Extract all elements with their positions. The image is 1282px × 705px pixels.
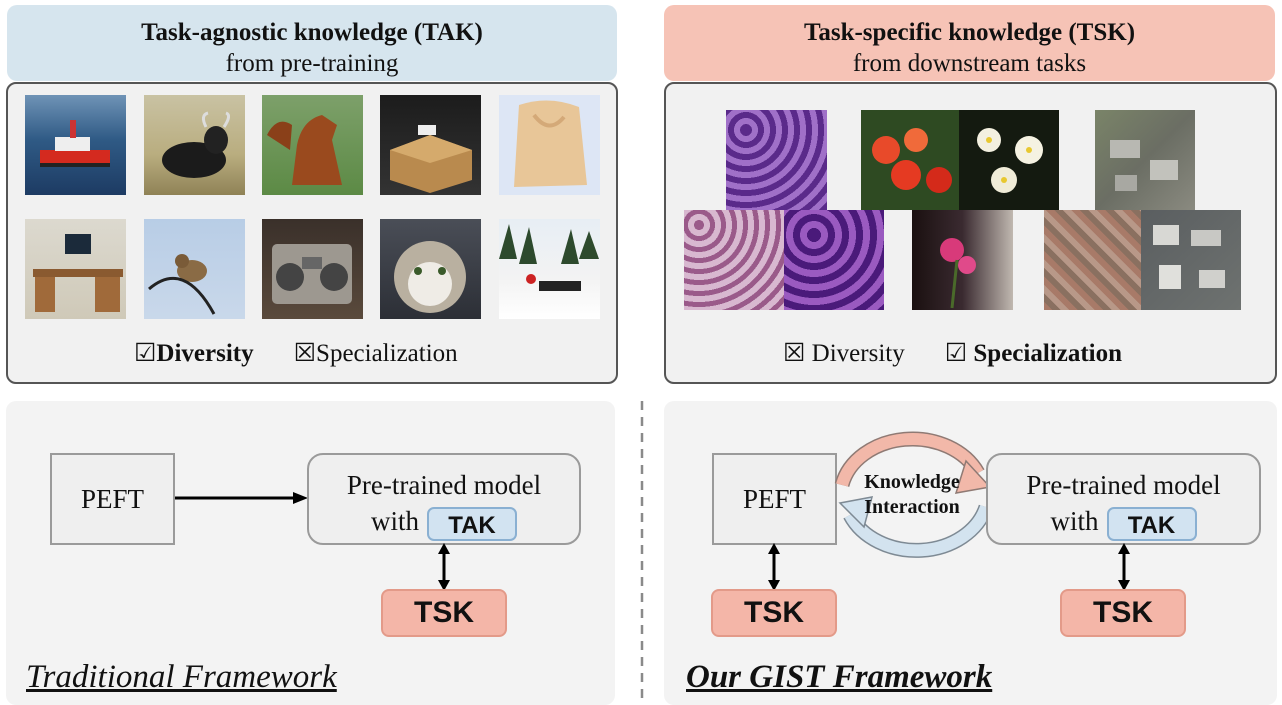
gist-tak-badge: TAK (1106, 506, 1197, 541)
model-label-line2: with (370, 506, 419, 536)
crossed-box-icon: ☒ (293, 340, 317, 367)
tsk-header: Task-specific knowledge (TSK) from downs… (664, 5, 1275, 81)
tsk-properties: ☒ Diversity ☑ Specialization (783, 338, 1122, 368)
tak-header-title: Task-agnostic knowledge (TAK) (141, 19, 483, 46)
bird-image (144, 219, 245, 319)
ox-image (144, 95, 245, 195)
satellite-buildings-image (1141, 210, 1241, 310)
tak-header: Task-agnostic knowledge (TAK) from pre-t… (7, 5, 617, 81)
gist-peft-box: PEFT (712, 453, 837, 545)
gist-framework-panel (664, 401, 1277, 705)
pretrained-model-box: Pre-trained model with TAK (307, 453, 581, 545)
gist-model-tsk-double-arrow (1118, 543, 1130, 591)
checked-box-icon: ☑ (134, 340, 157, 367)
fireboat-image (25, 95, 126, 195)
specialization-label: Specialization (316, 340, 458, 367)
pink-flower-image (912, 210, 1013, 310)
histology-tissue-2-image (784, 210, 884, 310)
traditional-framework-panel (6, 401, 615, 705)
satellite-industrial-image (1095, 110, 1195, 210)
cat-image (380, 219, 481, 319)
tak-header-subtitle: from pre-training (225, 50, 399, 77)
crossed-box-icon: ☒ (783, 340, 806, 367)
satellite-town-image (1044, 210, 1144, 310)
gist-framework-label: Our GIST Framework (686, 659, 993, 695)
cardboard-box-image (380, 95, 481, 195)
interaction-line2: Interaction (864, 496, 960, 518)
tsk-label: TSK (414, 596, 474, 629)
knowledge-interaction-label: Knowledge Interaction (846, 470, 978, 520)
diversity-label: Diversity (811, 340, 905, 367)
peft-box: PEFT (50, 453, 175, 545)
snowmobile-image (499, 219, 600, 319)
tsk-box: TSK (381, 589, 507, 637)
gist-model-label-line2: with (1050, 506, 1099, 536)
gist-tsk-right-box: TSK (1060, 589, 1186, 637)
baby-bag-image (499, 95, 600, 195)
tsk-panel: ☒ Diversity ☑ Specialization (664, 82, 1277, 384)
histology-tissue-image (726, 110, 827, 210)
gist-peft-tsk-double-arrow (768, 543, 780, 591)
radio-image (262, 219, 363, 319)
tsk-header-title: Task-specific knowledge (TSK) (803, 19, 1136, 46)
peft-to-model-arrow (175, 492, 308, 504)
tak-panel: ☑Diversity ☒Specialization (6, 82, 618, 384)
red-flowers-image (861, 110, 959, 210)
model-label-line1: Pre-trained model (346, 470, 542, 500)
gist-tsk-left-label: TSK (744, 596, 804, 629)
peft-label: PEFT (80, 483, 145, 514)
gist-model-label-line1: Pre-trained model (1026, 470, 1221, 500)
traditional-framework-label: Traditional Framework (26, 659, 337, 695)
computer-desk-image (25, 219, 126, 319)
gist-peft-label: PEFT (742, 483, 807, 514)
gist-tsk-right-label: TSK (1093, 596, 1153, 629)
model-tsk-double-arrow (438, 543, 450, 591)
gist-tsk-left-box: TSK (711, 589, 837, 637)
specialization-label: Specialization (973, 340, 1122, 367)
checked-box-icon: ☑ (944, 340, 968, 367)
tak-properties: ☑Diversity ☒Specialization (134, 338, 458, 368)
tak-badge: TAK (427, 506, 517, 541)
white-flowers-image (959, 110, 1059, 210)
tsk-header-subtitle: from downstream tasks (852, 50, 1087, 77)
histology-cells-image (684, 210, 784, 310)
horse-image (262, 95, 363, 195)
diversity-label: Diversity (156, 340, 254, 367)
knowledge-interaction-cycle-icon (834, 431, 994, 558)
divider-line (640, 401, 644, 705)
interaction-line1: Knowledge (864, 471, 960, 493)
